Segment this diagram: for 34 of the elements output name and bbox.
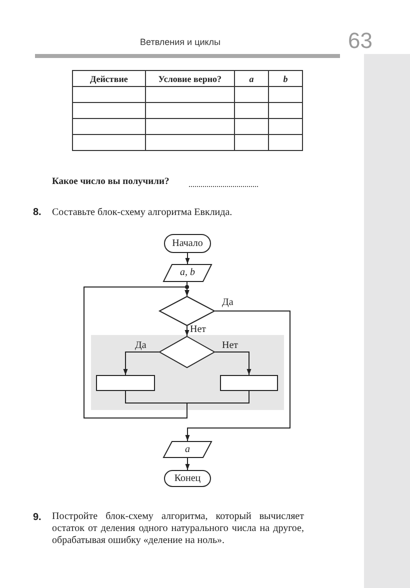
connector-arrow: [214, 352, 252, 376]
exercise-text: Постройте блок-схему алгоритма, который вычисляет остаток от деления одного натурального числа на другое, обрабатывая ошибку «деление на ноль».: [52, 511, 304, 547]
decision-diamond: [159, 296, 215, 326]
node-text: Начало: [171, 238, 204, 248]
shaded-region: [91, 335, 284, 410]
process-box: [96, 375, 155, 391]
terminal-box: [164, 234, 211, 253]
node-text: a: [184, 444, 191, 454]
connector-arrow: [185, 252, 190, 264]
question-text: Какое число вы получили?: [52, 177, 170, 188]
exercise-number: 9.: [33, 512, 42, 524]
column-header: Условие верно?: [145, 70, 234, 86]
column-header: b: [268, 70, 302, 86]
edge-label: Да: [135, 341, 146, 351]
edge-label: Нет: [190, 325, 206, 335]
exercise-number: 8.: [33, 207, 42, 219]
page-number: 63: [348, 28, 374, 54]
input-output-parallelogram: [163, 441, 212, 458]
node-text: a, b: [179, 268, 196, 278]
column-header: Действие: [72, 70, 146, 86]
edge-label: Да: [222, 298, 234, 308]
running-header: Ветвления и циклы: [140, 37, 222, 48]
connector-arrow: [185, 310, 290, 442]
exercise-text: Составьте блок-схему алгоритма Евклида.: [52, 207, 234, 219]
connector-arrow: [123, 352, 160, 376]
connector-arrow: [184, 326, 190, 336]
column-header: a: [234, 70, 268, 86]
terminal-box: [164, 470, 211, 487]
input-output-parallelogram: [163, 264, 212, 282]
decision-diamond: [159, 336, 215, 368]
node-text: Конец: [173, 474, 202, 484]
edge-label: Нет: [222, 341, 238, 351]
process-box: [220, 375, 278, 391]
connector-arrow: [185, 458, 190, 470]
